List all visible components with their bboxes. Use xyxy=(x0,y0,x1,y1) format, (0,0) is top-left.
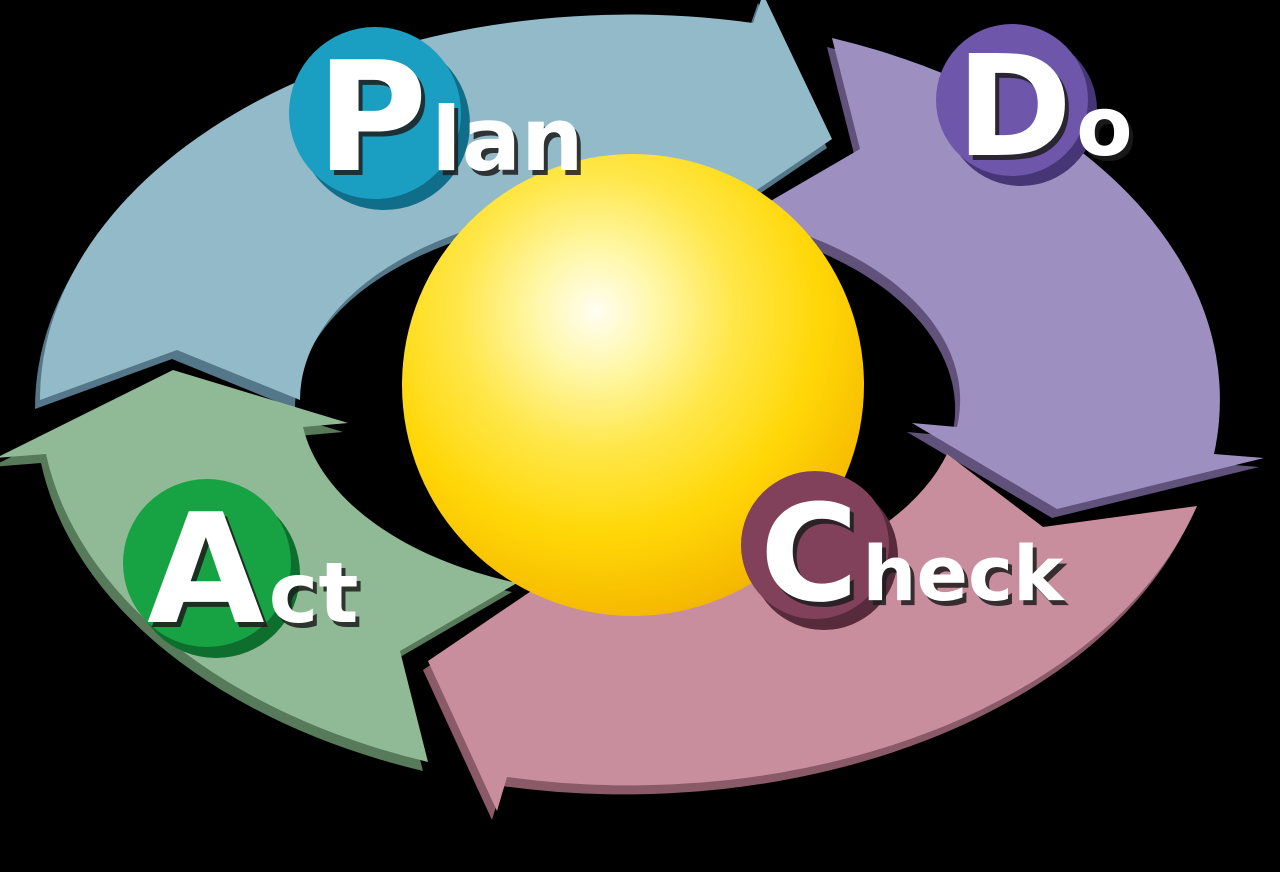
center-sphere xyxy=(402,154,864,616)
check-label-shadow: Check xyxy=(764,481,1069,637)
do-label: Do xyxy=(956,26,1133,189)
act-label: Act xyxy=(147,481,359,658)
plan-arrow xyxy=(39,0,832,400)
do-arrow xyxy=(743,38,1264,509)
act-label-shadow: Act xyxy=(151,486,363,663)
plan-label: Plan xyxy=(316,29,584,206)
check-label: Check xyxy=(760,476,1065,632)
check-arrow xyxy=(428,454,1197,811)
check-badge xyxy=(741,471,889,619)
plan-label-shadow: Plan xyxy=(320,34,588,211)
do-badge xyxy=(936,24,1088,176)
act-badge xyxy=(123,479,291,647)
plan-badge xyxy=(289,27,461,199)
do-label-shadow: Do xyxy=(960,31,1137,194)
